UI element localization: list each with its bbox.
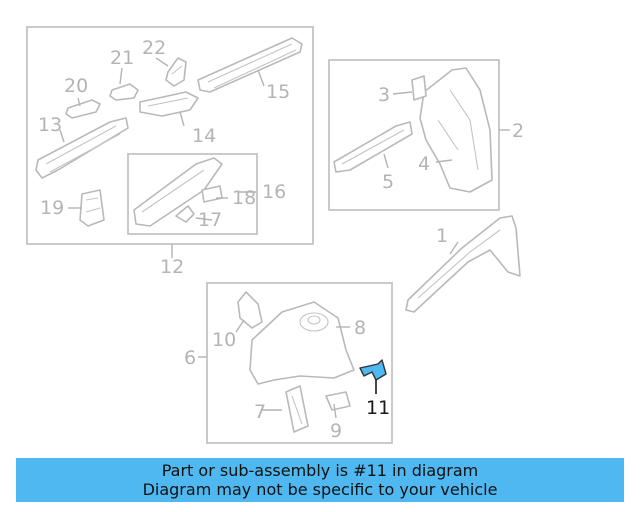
callout-20: 20 <box>64 75 88 97</box>
group-box-12 <box>26 26 314 245</box>
part-2-wheelhouse-apron[interactable] <box>419 67 493 193</box>
group-box-6 <box>206 282 393 444</box>
callout-16: 16 <box>262 181 286 203</box>
callout-13: 13 <box>38 114 62 136</box>
callout-10: 10 <box>212 329 236 351</box>
leader-lines <box>59 57 459 419</box>
part-20-bracket[interactable] <box>65 99 101 119</box>
part-13-front-rail[interactable] <box>35 117 129 179</box>
part-17-bracket[interactable] <box>175 205 195 223</box>
part-10-bracket[interactable] <box>237 291 263 329</box>
callout-labels: 1 2 3 4 5 6 7 8 9 10 11 12 13 14 15 16 1… <box>38 37 524 442</box>
callout-11: 11 <box>366 397 390 419</box>
part-8-strut-tower[interactable] <box>249 301 355 385</box>
callout-2: 2 <box>512 120 524 142</box>
part-21-bracket[interactable] <box>109 83 139 101</box>
callout-3: 3 <box>378 84 390 106</box>
info-banner: Part or sub-assembly is #11 in diagram D… <box>16 458 624 502</box>
part-11-highlighted-bracket[interactable] <box>359 359 387 381</box>
part-5-apron-rail[interactable] <box>333 121 413 173</box>
callout-12: 12 <box>160 256 184 278</box>
part-9-bracket[interactable] <box>325 391 351 411</box>
group-box-16 <box>127 153 258 235</box>
part-7-reinforcement[interactable] <box>285 385 309 433</box>
callout-5: 5 <box>382 171 394 193</box>
part-15-upper-rail[interactable] <box>197 37 303 93</box>
banner-line-1: Part or sub-assembly is #11 in diagram <box>161 461 479 480</box>
part-22-bracket[interactable] <box>165 57 187 87</box>
callout-6: 6 <box>184 347 196 369</box>
callout-19: 19 <box>40 197 64 219</box>
part-19-bracket[interactable] <box>79 189 105 227</box>
callout-17: 17 <box>198 209 222 231</box>
part-1-fender[interactable] <box>405 215 521 313</box>
part-14-rail-extension[interactable] <box>139 91 199 117</box>
callout-22: 22 <box>142 37 166 59</box>
callout-21: 21 <box>110 47 134 69</box>
part-3-bracket[interactable] <box>411 75 427 101</box>
callout-1: 1 <box>436 225 448 247</box>
callout-14: 14 <box>192 125 216 147</box>
group-box-2 <box>328 59 500 211</box>
callout-4: 4 <box>418 153 430 175</box>
callout-8: 8 <box>354 317 366 339</box>
callout-15: 15 <box>266 81 290 103</box>
callout-18: 18 <box>232 187 256 209</box>
part-16-inner-rail[interactable] <box>133 157 223 227</box>
callout-9: 9 <box>330 420 342 442</box>
banner-line-2: Diagram may not be specific to your vehi… <box>142 480 498 499</box>
callout-7: 7 <box>254 401 266 423</box>
parts-diagram: 1 2 3 4 5 6 7 8 9 10 11 12 13 14 15 16 1… <box>26 26 524 444</box>
